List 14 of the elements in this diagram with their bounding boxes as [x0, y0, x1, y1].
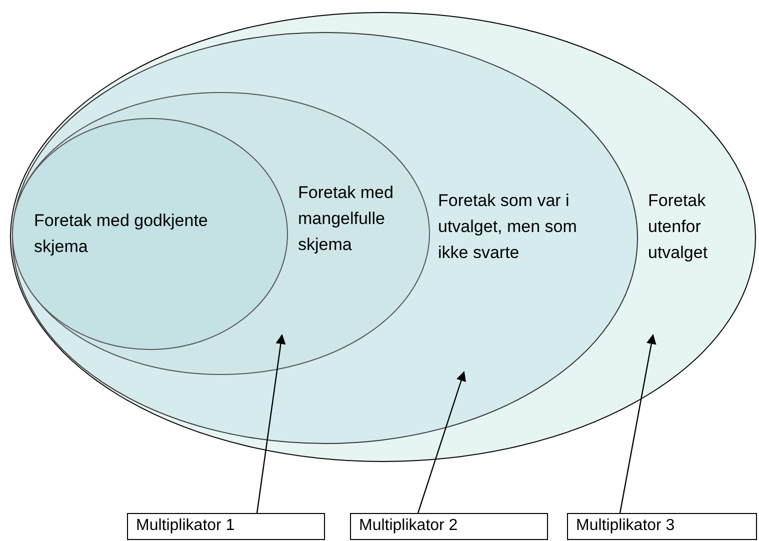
arrow [619, 334, 656, 514]
multiplier-box: Multiplikator 3 [567, 513, 757, 540]
ellipse-region [12, 32, 638, 444]
ellipse-region [12, 118, 288, 350]
region-label: Foretak med mangelfulle skjema [298, 182, 394, 256]
ellipse-region [10, 12, 756, 462]
arrow [256, 334, 286, 514]
region-label: Foretak med godkjente skjema [34, 210, 209, 258]
multiplier-box: Multiplikator 1 [127, 513, 325, 540]
ellipse-region [12, 92, 430, 375]
region-label: Foretak utenfor utvalget [648, 190, 709, 264]
region-label: Foretak som var i utvalget, men som ikke svarte [438, 190, 578, 264]
multiplier-box: Multiplikator 2 [350, 513, 548, 540]
arrow [417, 371, 466, 514]
